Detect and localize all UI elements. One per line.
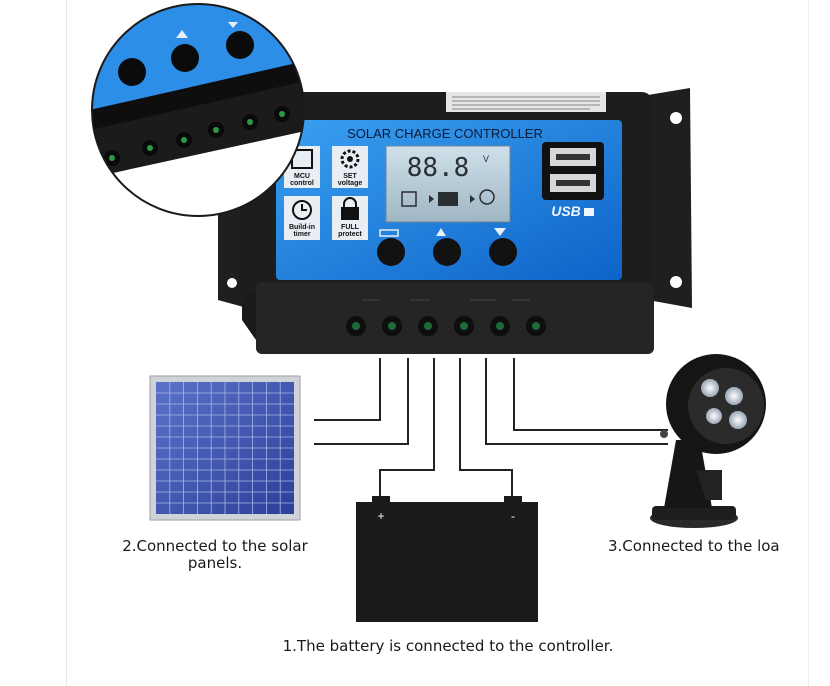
led [729,411,747,429]
led [725,387,743,405]
battery-caption: 1.The battery is connected to the contro… [282,637,614,655]
arrow-icon [421,195,434,203]
zoom-button [171,44,199,72]
left-border [66,0,67,686]
feature-label: protect [338,231,362,238]
feature-label: control [290,180,314,187]
up-button[interactable] [433,238,461,266]
battery-minus-label: - [511,509,515,523]
load-caption: 3.Connected to the loa [608,538,780,555]
lcd-status-icons [401,189,495,207]
solar-panel [149,375,301,521]
feature-label: Build-in [289,224,315,231]
mounting-ear-right [648,88,692,308]
zoom-button [118,58,146,86]
up-arrow-icon [436,228,446,236]
battery-negative-terminal [504,496,522,504]
solar-panel-caption: 2.Connected to the solar panels. [122,537,308,572]
controller-title: SOLAR CHARGE CONTROLLER [347,126,543,141]
led [701,379,719,397]
usb-label: USB [551,203,581,219]
clock-icon [292,200,312,220]
terminal-block [256,282,654,354]
feature-label: MCU [294,173,310,180]
right-border [808,0,809,686]
battery: + - [356,496,538,622]
lcd-unit: V [483,154,489,164]
feature-label: voltage [338,180,363,187]
wires [314,358,668,498]
terminal-screws [346,316,546,336]
battery-positive-terminal [372,496,390,504]
feature-label: SET [343,173,357,180]
spotlight-load [650,354,766,528]
charge-controller: SOLAR CHARGE CONTROLLER MCU control SET … [218,88,692,354]
down-button[interactable] [489,238,517,266]
lcd-value: 88.8 [407,153,470,183]
arrow-icon [462,195,475,203]
bulb-mini-icon [479,189,495,205]
battery-mini-icon [438,192,458,206]
lock-icon [341,207,359,220]
feature-label: FULL [341,224,360,231]
zoom-button [226,31,254,59]
led [706,408,722,424]
zoom-bubble-outline [91,3,305,217]
lcd-display [385,145,511,223]
feature-label: timer [293,231,310,238]
down-arrow-icon [494,228,506,236]
usb-battery-icon [584,208,594,216]
menu-button[interactable] [377,238,405,266]
gear-icon [340,149,360,169]
menu-icon [379,229,399,237]
battery-body [356,502,538,622]
battery-plus-label: + [377,509,384,523]
panel-mini-icon [401,191,417,207]
